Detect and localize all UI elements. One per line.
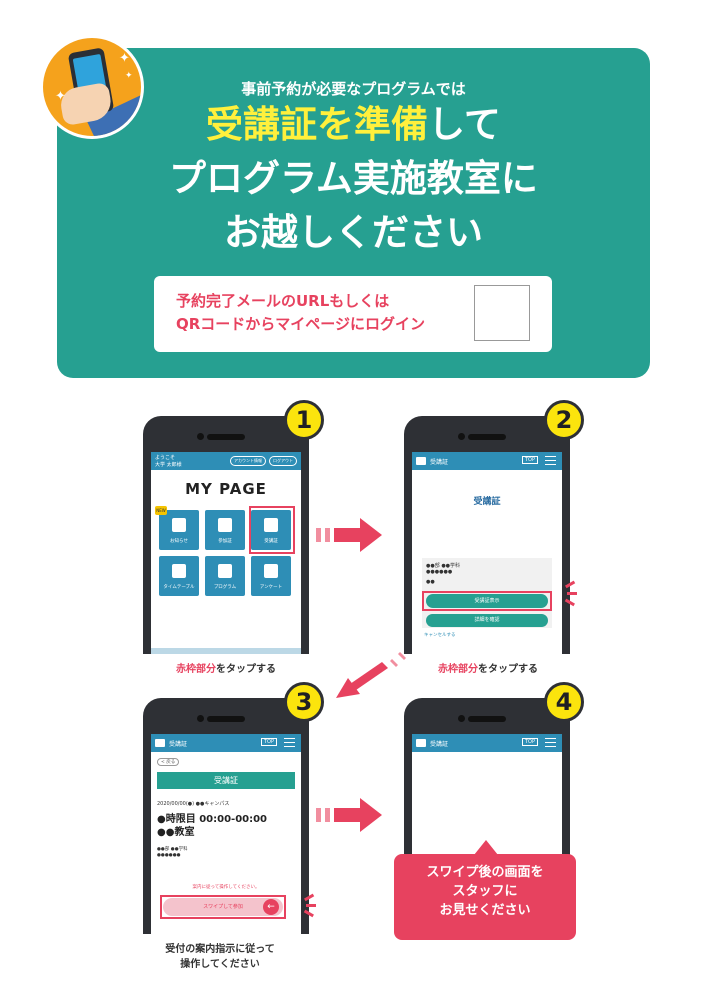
show-pass-button[interactable]: 受講証表示 [426, 594, 548, 608]
swipe-to-join-slider[interactable]: スワイプして参加 ← [163, 898, 283, 916]
phone3-bar-title: 受講証 [169, 740, 188, 748]
top-button[interactable]: TOP [260, 738, 277, 746]
smartphone-hand-icon: ✦ ✦ ✦ [40, 35, 144, 139]
header-highlight: 受講証を準備 [206, 103, 429, 146]
tile-timetable[interactable]: タイムテーブル [159, 556, 199, 596]
top-button[interactable]: TOP [521, 738, 538, 746]
mypage-title: MY PAGE [185, 480, 267, 498]
staff-instruction-bubble: スワイプ後の画面を スタッフに お見せください [394, 840, 576, 940]
book-icon [218, 564, 232, 578]
login-instruction-box: 予約完了メールのURLもしくは QRコードからマイページにログイン [154, 276, 552, 352]
tile-survey[interactable]: アンケート [251, 556, 291, 596]
highlight-frame-swipe [160, 895, 286, 919]
period-time: ●時限目 00:00-00:00 [157, 814, 268, 825]
phone-step-3: 受講証 TOP < 戻る 受講証 2020/00/00(●) ●●キャンパス ●… [143, 698, 309, 934]
header-subtitle: 事前予約が必要なプログラムでは [241, 80, 466, 98]
arrow-diagonal [336, 652, 406, 698]
dept-text: ●●部 ●●学科 [426, 563, 461, 569]
step2-caption: 赤枠部分をタップする [438, 664, 538, 675]
account-info-button[interactable]: アカウント情報 [230, 456, 266, 466]
top-button[interactable]: TOP [521, 456, 538, 464]
operation-info: 案内に従って操作してください。 [192, 885, 260, 890]
tile-attendance-pass[interactable]: 受講証 [251, 510, 291, 550]
new-badge: NEW [155, 506, 167, 515]
tile-program[interactable]: プログラム [205, 556, 245, 596]
header-line-1-rest: して [428, 103, 501, 146]
ticket-icon [416, 457, 426, 465]
qr-code-placeholder[interactable] [474, 285, 530, 341]
header-line-1: 受講証を準備して [57, 103, 650, 147]
highlight-frame-tile [249, 506, 295, 554]
phone4-bar-title: 受講証 [430, 740, 449, 748]
calendar-icon [172, 564, 186, 578]
login-line-1: 予約完了メールのURLもしくは [176, 292, 390, 310]
arrow-right-2 [316, 798, 382, 832]
mypage-menu-grid: お知らせ 参加証 受講証 タイムテーブル プログラム アンケート [159, 510, 293, 596]
header-line-3: お越しください [224, 211, 483, 254]
pass-icon [218, 518, 232, 532]
login-instruction-text: 予約完了メールのURLもしくは QRコードからマイページにログイン [176, 290, 425, 337]
step3-caption: 受付の案内指示に従って 操作してください [165, 944, 275, 970]
ticket-icon [416, 739, 426, 747]
dept-name: ●●部 ●●学科 ●●●●●● [157, 847, 188, 858]
phone2-header-bar: 受講証 TOP [412, 452, 562, 470]
phone3-screen: 受講証 TOP < 戻る 受講証 2020/00/00(●) ●●キャンパス ●… [151, 734, 301, 934]
back-button[interactable]: < 戻る [157, 758, 180, 766]
menu-icon[interactable] [545, 456, 556, 465]
phone2-screen: 受講証 TOP 受講証 ●●部 ●●学科 ●●●●●● ●● 受講証表示 詳細を… [412, 452, 562, 654]
arrow-left-icon[interactable]: ← [263, 899, 279, 915]
phone1-header-bar: ようこそ大学 太郎様 アカウント情報 ログアウト [151, 452, 301, 470]
menu-icon[interactable] [284, 738, 295, 747]
bell-icon [172, 518, 186, 532]
date-campus: 2020/00/00(●) ●●キャンパス [157, 801, 230, 807]
highlight-frame-show [422, 591, 552, 611]
pass-title-bar: 受講証 [157, 772, 295, 789]
phone3-header-bar: 受講証 TOP [151, 734, 301, 752]
phone-step-1: ようこそ大学 太郎様 アカウント情報 ログアウト MY PAGE NEW お知ら… [143, 416, 309, 654]
room-text: ●●教室 [157, 827, 195, 838]
step-badge-2: 2 [544, 400, 584, 440]
ticket-icon [155, 739, 165, 747]
phone4-header-bar: 受講証 TOP [412, 734, 562, 752]
time-room: ●時限目 00:00-00:00 ●●教室 [157, 813, 267, 839]
small-text: ●● [426, 579, 435, 585]
phone2-title: 受講証 [473, 497, 501, 507]
tile-participation-pass[interactable]: 参加証 [205, 510, 245, 550]
step-badge-1: 1 [284, 400, 324, 440]
welcome-text: ようこそ大学 太郎様 [155, 455, 182, 468]
step1-caption: 赤枠部分をタップする [176, 664, 276, 675]
header-line-2: プログラム実施教室に [169, 157, 538, 200]
arrow-right-1 [316, 518, 382, 552]
login-line-2: QRコードからマイページにログイン [176, 315, 426, 334]
ticket-icon [264, 518, 278, 532]
tile-notice[interactable]: お知らせ [159, 510, 199, 550]
name-text: ●●●●●● [426, 569, 453, 575]
step-badge-3: 3 [284, 682, 324, 722]
phone2-bar-title: 受講証 [430, 458, 449, 466]
logout-button[interactable]: ログアウト [269, 456, 297, 466]
step-badge-4: 4 [544, 682, 584, 722]
pass-card: ●●部 ●●学科 ●●●●●● ●● 受講証表示 詳細を確認 [422, 558, 552, 628]
view-details-button[interactable]: 詳細を確認 [426, 614, 548, 627]
menu-icon[interactable] [545, 738, 556, 747]
phone-step-2: 受講証 TOP 受講証 ●●部 ●●学科 ●●●●●● ●● 受講証表示 詳細を… [404, 416, 570, 654]
phone1-screen: ようこそ大学 太郎様 アカウント情報 ログアウト MY PAGE NEW お知ら… [151, 452, 301, 654]
cancel-link[interactable]: キャンセルする [424, 633, 456, 638]
footer-bar [151, 648, 301, 654]
clipboard-icon [264, 564, 278, 578]
swipe-label: スワイプして参加 [203, 904, 243, 910]
